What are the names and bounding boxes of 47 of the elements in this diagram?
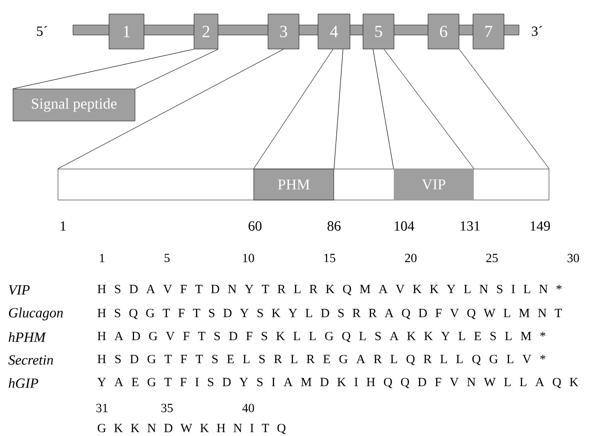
amino-acid-sequence: H A D G V F T S D F S K L L G Q L S A K K Y L E S L M * xyxy=(98,332,546,342)
position-number: 25 xyxy=(486,254,498,262)
position-number: 20 xyxy=(405,254,417,262)
peptide-name: VIP xyxy=(8,285,30,295)
connector-line xyxy=(253,48,334,170)
residue-number: 149 xyxy=(530,221,550,231)
connector-line xyxy=(372,48,394,170)
amino-acid-sequence: H S Q G T F T S D Y S K Y L D S R R A Q D F V Q W L M N T xyxy=(98,308,562,320)
residue-number: 1 xyxy=(60,221,66,231)
position-number: 40 xyxy=(242,404,254,412)
connector-line xyxy=(134,48,218,90)
peptide-segment: PHM xyxy=(254,168,334,200)
connector-line xyxy=(12,48,194,90)
peptide-name: hGIP xyxy=(8,378,38,388)
amino-acid-sequence: H S D A V F T D N Y T R L R K Q M A V K K Y L N S I L N * xyxy=(98,284,562,296)
end-label: 5´ xyxy=(37,26,48,36)
peptide-name: hPHM xyxy=(8,332,46,342)
residue-number: 86 xyxy=(328,221,341,231)
position-number: 15 xyxy=(324,254,336,262)
position-number: 35 xyxy=(161,404,173,412)
exon-box: 7 xyxy=(472,14,504,50)
residue-number: 131 xyxy=(460,221,480,231)
exon-box: 6 xyxy=(428,14,460,50)
position-number: 30 xyxy=(568,254,580,262)
amino-acid-sequence: G K K N D W K H N I T Q xyxy=(98,424,286,434)
position-number: 10 xyxy=(243,254,254,262)
residue-number: 104 xyxy=(394,221,414,231)
position-number: 1 xyxy=(100,254,104,262)
end-label: 3´ xyxy=(532,26,542,36)
amino-acid-sequence: Y A E G T F I S D Y S I A M D K I H Q Q D F V N W L L A Q K xyxy=(97,378,578,388)
exon-box: 3 xyxy=(268,14,300,50)
amino-acid-sequence: H S D G T F T S E L S R L R E G A R L Q R L L Q G L V * xyxy=(98,354,546,366)
connector-line xyxy=(58,48,284,170)
exon-box: 5 xyxy=(362,14,394,50)
peptide-segment: VIP xyxy=(394,169,474,200)
residue-number: 60 xyxy=(248,221,262,231)
exon-box: 2 xyxy=(194,14,218,50)
connector-line xyxy=(334,48,344,170)
peptide-name: Secretin xyxy=(8,355,53,365)
position-number: 5 xyxy=(164,254,170,262)
exon-box: 4 xyxy=(318,14,350,50)
exon-box: 1 xyxy=(108,14,144,50)
position-number: 31 xyxy=(96,404,108,412)
connector-line xyxy=(458,48,550,170)
signal-peptide-box: Signal peptide xyxy=(12,88,136,122)
connector-line xyxy=(384,48,474,170)
peptide-name: Glucagon xyxy=(8,308,63,320)
